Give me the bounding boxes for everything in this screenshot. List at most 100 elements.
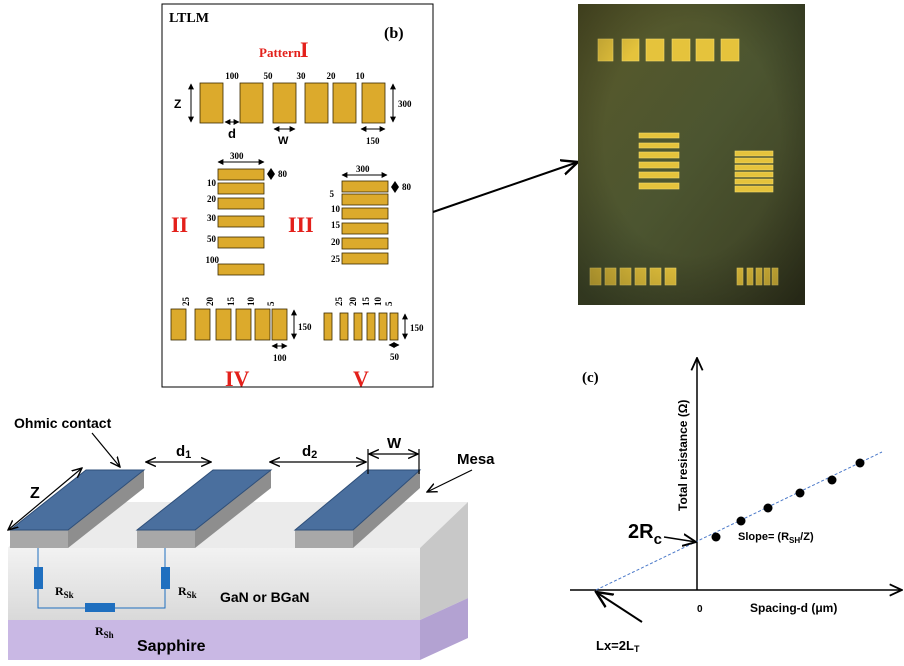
mesa-label: Mesa	[457, 451, 495, 468]
spacing-label: 10	[356, 71, 366, 81]
pattern-numeral-4: IV	[225, 366, 250, 391]
rsh-label: RSh	[95, 624, 114, 640]
spacing-label: 20	[207, 194, 217, 204]
w-label: W	[387, 435, 402, 452]
pattern-numeral-5: V	[353, 366, 369, 391]
pattern-1-pads	[199, 82, 386, 124]
spacing-label: 100	[206, 255, 220, 265]
spacing-label: 20	[205, 297, 215, 307]
pattern-4-pads	[170, 308, 288, 341]
pattern-2-pads	[217, 168, 265, 276]
spacing-label: 15	[331, 220, 341, 230]
micrograph-photo	[578, 4, 805, 305]
p3-thickness-arrow	[391, 181, 399, 193]
pattern-numeral-1: I	[300, 37, 309, 62]
pattern-3-spacings: 5 10 15 20 25	[330, 189, 341, 264]
lx-label: Lx=2LT	[596, 638, 640, 654]
spacing-label: 25	[181, 297, 191, 307]
p5-height-label: 150	[410, 323, 424, 333]
sapphire-front	[8, 620, 420, 660]
pad	[254, 308, 271, 341]
ltlm-panel: LTLM (b) Pattern I 100 50 30 20 10 Z d W…	[161, 3, 434, 391]
pad	[341, 207, 389, 220]
rsk-resistor-right	[161, 567, 170, 589]
p5-width-label: 50	[390, 352, 400, 362]
pad	[378, 312, 388, 341]
ltlm-title: LTLM	[169, 11, 209, 26]
contact-front	[295, 530, 353, 548]
spacing-label: 10	[373, 297, 383, 307]
pad	[323, 312, 333, 341]
pad	[217, 236, 265, 249]
gan-side	[420, 502, 468, 620]
width-label: 150	[366, 136, 380, 146]
pad	[194, 308, 211, 341]
height-label: 300	[398, 99, 412, 109]
contact-front	[10, 530, 68, 548]
pad	[199, 82, 224, 124]
spacing-label: 10	[207, 178, 217, 188]
gan-label: GaN or BGaN	[220, 589, 309, 605]
pad	[217, 197, 265, 210]
pad	[217, 263, 265, 276]
spacing-label: 15	[361, 297, 371, 307]
pad	[271, 308, 288, 341]
pad	[235, 308, 252, 341]
z-label: Z	[30, 485, 40, 502]
w-label: W	[278, 135, 289, 147]
d2-label: d2	[302, 443, 317, 461]
p3-thickness-label: 80	[402, 182, 412, 192]
pad	[272, 82, 297, 124]
data-point	[711, 532, 721, 542]
rsk-label-left: RSk	[55, 584, 74, 600]
contact-side	[353, 470, 420, 548]
ohmic-contact-label: Ohmic contact	[14, 415, 112, 431]
origin-label: 0	[697, 604, 703, 615]
z-arrow	[8, 468, 82, 530]
spacing-label: 5	[330, 189, 335, 199]
pad	[217, 168, 265, 181]
pattern-2-spacings: 10 20 30 50 100	[206, 178, 220, 265]
spacing-label: 10	[331, 204, 341, 214]
pad	[332, 82, 357, 124]
p2-width-label: 300	[230, 151, 244, 161]
pattern-5-pads	[323, 312, 399, 341]
photo-vignette	[578, 4, 805, 305]
panel-c-label: (c)	[582, 370, 599, 386]
pattern-4-spacings: 25 20 15 10 5	[181, 297, 276, 307]
pad	[341, 193, 389, 206]
d-label: d	[228, 126, 236, 141]
data-points	[711, 458, 865, 542]
spacing-label: 20	[331, 237, 341, 247]
spacing-label: 10	[246, 297, 256, 307]
contact-top	[135, 469, 273, 531]
pad	[239, 82, 264, 124]
spacing-label: 25	[334, 297, 344, 307]
spacing-label: 25	[331, 254, 341, 264]
pad	[217, 215, 265, 228]
p3-width-label: 300	[356, 164, 370, 174]
pad	[217, 182, 265, 195]
intercept-label: 2Rc	[628, 521, 662, 548]
d1-label: d1	[176, 443, 191, 461]
pattern-3-pads	[341, 180, 389, 265]
p4-height-label: 150	[298, 322, 312, 332]
rsk-resistor-left	[34, 567, 43, 589]
data-point	[795, 488, 805, 498]
spacing-label: 30	[297, 71, 307, 81]
gan-front	[8, 548, 420, 620]
pad	[341, 252, 389, 265]
spacing-label: 50	[264, 71, 274, 81]
rsh-resistor	[85, 603, 115, 612]
p2-thickness-label: 80	[278, 169, 288, 179]
contact-top	[293, 469, 422, 531]
pattern-1-spacings: 100 50 30 20 10	[225, 71, 365, 81]
pad	[389, 312, 399, 341]
z-label: Z	[174, 97, 181, 111]
data-point	[827, 475, 837, 485]
device-3d-structure: RSk RSk RSh GaN or BGaN Sapphire Ohmic c…	[8, 415, 495, 660]
p2-thickness-arrow	[267, 168, 275, 180]
pattern-5-spacings: 25 20 15 10 5	[334, 297, 394, 307]
lx-arrow	[596, 592, 643, 623]
